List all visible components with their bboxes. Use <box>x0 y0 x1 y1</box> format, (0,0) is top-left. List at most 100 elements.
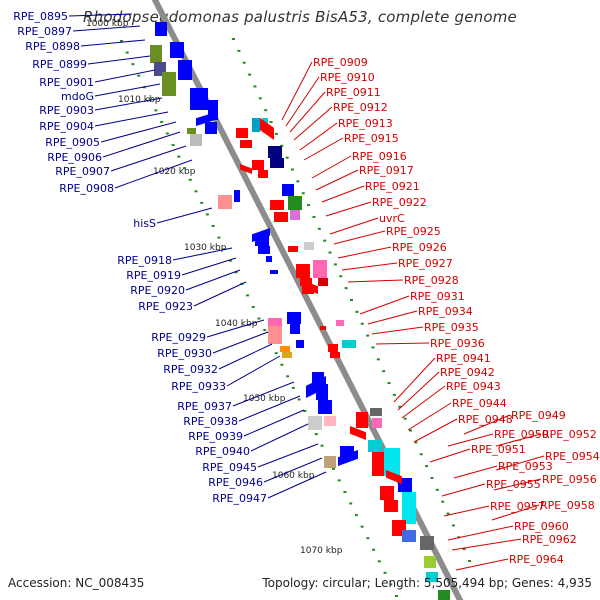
tick-dot <box>234 271 238 274</box>
leader-line <box>102 131 181 158</box>
tick-dot <box>398 405 402 408</box>
gene-box <box>274 212 288 222</box>
gene-label-left: RPE_0904 <box>39 120 94 133</box>
tick-dot <box>246 294 250 297</box>
gene-box <box>318 278 328 286</box>
tick-dot <box>314 433 318 436</box>
tick-dot <box>395 595 398 597</box>
gene-box <box>330 352 340 358</box>
tick-dot <box>160 120 164 123</box>
tick-dot <box>392 393 396 396</box>
tick-dot <box>387 382 391 385</box>
tick-dot <box>403 417 407 420</box>
tick-dot <box>371 346 375 349</box>
tick-dot <box>242 61 246 64</box>
leader-line <box>250 423 309 452</box>
gene-label-right: RPE_0921 <box>365 180 420 193</box>
tick-dot <box>248 73 252 76</box>
leader-line <box>407 402 452 431</box>
gene-label-right: RPE_0956 <box>542 473 597 486</box>
gene-arrow <box>240 164 252 174</box>
gene-label-right: RPE_0942 <box>440 366 495 379</box>
gene-label-right: RPE_0964 <box>509 553 564 566</box>
gene-arrow <box>302 280 318 294</box>
gene-box <box>252 160 264 170</box>
leader-line <box>413 418 458 443</box>
gene-label-left: RPE_0906 <box>47 151 102 164</box>
gene-label-right: RPE_0913 <box>338 117 393 130</box>
gene-box <box>426 572 438 582</box>
gene-label-right: RPE_0949 <box>511 409 566 422</box>
tick-dots <box>120 38 471 597</box>
leader-line <box>299 122 338 151</box>
tick-dot <box>462 548 466 551</box>
tick-dot <box>343 490 347 493</box>
scale-tick-label: 1020 kbp <box>153 167 196 177</box>
leader-line <box>311 155 352 179</box>
leader-line <box>232 381 295 407</box>
gene-label-left: RPE_0899 <box>32 58 87 71</box>
tick-dot <box>188 178 192 181</box>
gene-label-right: RPE_0935 <box>424 321 479 334</box>
left-labels: RPE_0895RPE_0897RPE_0898RPE_0899RPE_0901… <box>13 10 327 505</box>
gene-box <box>288 196 302 210</box>
gene-label-right: RPE_0950 <box>494 428 549 441</box>
tick-dot <box>264 109 268 112</box>
gene-label-right: RPE_0960 <box>514 520 569 533</box>
gene-label-right: RPE_0941 <box>436 352 491 365</box>
gene-box <box>372 452 386 476</box>
gene-label-right: RPE_0912 <box>333 101 388 114</box>
tick-dot <box>372 548 376 551</box>
gene-label-left: RPE_0930 <box>157 347 212 360</box>
gene-label-left: RPE_0929 <box>151 331 206 344</box>
tick-dot <box>280 144 284 147</box>
gene-label-right: RPE_0916 <box>352 150 407 163</box>
gene-label-left: RPE_0919 <box>126 269 181 282</box>
leader-line <box>401 385 446 419</box>
tick-dot <box>148 97 152 100</box>
leader-line <box>447 525 514 541</box>
gene-label-left: RPE_0901 <box>39 76 94 89</box>
tick-dot <box>205 213 209 216</box>
gene-label-right: RPE_0951 <box>471 443 526 456</box>
leader-line <box>493 478 542 491</box>
tick-dot <box>251 305 255 308</box>
tick-dot <box>389 583 393 586</box>
leader-line <box>463 414 511 435</box>
leader-line <box>321 185 365 203</box>
gene-box <box>240 140 252 148</box>
gene-label-right: RPE_0925 <box>386 225 441 238</box>
gene-box <box>320 326 326 330</box>
leader-line <box>172 247 233 261</box>
genes <box>150 22 450 600</box>
leader-line <box>212 331 269 354</box>
leader-line <box>94 69 156 83</box>
gene-box <box>270 158 284 168</box>
gene-label-left: RPE_0903 <box>39 104 94 117</box>
gene-label-left: RPE_0939 <box>188 430 243 443</box>
gene-label-right: RPE_0957 <box>490 500 545 513</box>
gene-label-left: RPE_0938 <box>183 415 238 428</box>
tick-dot <box>177 155 181 158</box>
leader-line <box>281 61 313 121</box>
tick-dot <box>339 275 343 278</box>
tick-dot <box>312 215 316 218</box>
gene-box <box>162 72 176 96</box>
gene-label-right: RPE_0952 <box>542 428 597 441</box>
gene-box <box>170 42 184 58</box>
gene-box <box>270 270 278 274</box>
gene-label-right: RPE_0917 <box>359 164 414 177</box>
tick-dot <box>354 514 358 517</box>
tick-dot <box>194 190 198 193</box>
gene-box <box>252 118 260 132</box>
gene-box <box>384 500 398 512</box>
leader-line <box>87 55 151 65</box>
scale-tick-label: 1070 kbp <box>300 546 343 556</box>
tick-dot <box>435 488 439 491</box>
tick-dot <box>377 560 381 563</box>
gene-label-left: RPE_0897 <box>17 25 72 38</box>
leader-line <box>267 471 327 499</box>
gene-label-right: RPE_0910 <box>320 71 375 84</box>
gene-label-left: RPE_0908 <box>59 182 114 195</box>
tick-dot <box>297 398 301 401</box>
